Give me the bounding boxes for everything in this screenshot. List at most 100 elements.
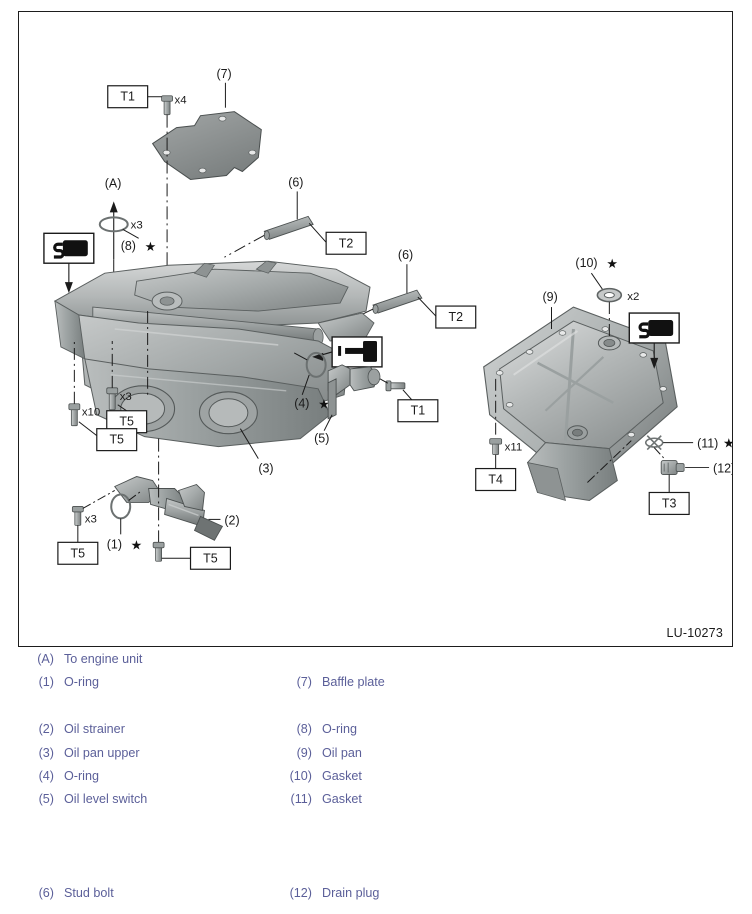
part-strainer-bolt-left: [71, 506, 84, 526]
figure-reference-code: LU-10273: [666, 626, 723, 640]
torque-label: T1: [411, 404, 426, 418]
figure-frame: (7) x4 T1 (A) x3 (8) ★: [18, 11, 733, 647]
callout-12: (12): [713, 462, 732, 476]
torque-label: T3: [662, 496, 677, 510]
callout-6-lower: (6): [398, 248, 413, 262]
callout-2: (2): [224, 513, 239, 527]
part-baffle-bolt: [161, 95, 173, 116]
grease-applicator-icon: [312, 336, 383, 368]
part-oil-pan: [483, 306, 678, 502]
callout-8: (8): [121, 239, 136, 253]
legend-item-number: (1): [38, 675, 54, 690]
legend-item-number: (9): [296, 745, 312, 760]
legend-item-label: Gasket: [322, 792, 362, 807]
legend-item-label: Baffle plate: [322, 675, 385, 690]
legend-item: (12) Drain plug: [280, 886, 380, 902]
callout-9: (9): [543, 290, 558, 304]
part-o-ring-1: [110, 493, 132, 520]
legend-item-label: O-ring: [64, 675, 99, 690]
legend-item-label: Oil pan: [322, 745, 362, 760]
legend-item-number: (12): [289, 886, 312, 900]
callout-4: (4): [294, 397, 309, 411]
torque-label: T5: [203, 551, 218, 565]
torque-box-t2-upper: T2: [325, 231, 367, 255]
part-oil-level-switch: [327, 364, 381, 420]
legend-item-number: (2): [38, 722, 54, 737]
legend-item-number: (6): [38, 886, 54, 900]
legend-item-number: (8): [296, 722, 312, 737]
legend-item-label: Stud bolt: [64, 886, 114, 900]
part-pan-bolt: [489, 438, 503, 456]
legend-item-number: (5): [38, 792, 54, 807]
quantity-strainer-bolt: x3: [85, 513, 97, 525]
sealant-tube-icon-right: [628, 312, 680, 369]
part-drain-plug: [660, 460, 685, 475]
torque-box-t5-x3: T5: [106, 410, 148, 434]
legend-item-label: Drain plug: [322, 886, 380, 900]
legend-item-label: To engine unit: [64, 652, 143, 666]
legend-item-number: (10): [289, 769, 312, 783]
part-o-ring-8: [98, 216, 129, 233]
legend-item: (A) To engine unit: [22, 652, 142, 668]
part-stud-bolt-lower: [372, 289, 423, 314]
callout-1: (1): [107, 537, 122, 551]
legend-item: (5) Oil level switch: [22, 792, 148, 808]
callout-4-star: ★: [318, 398, 330, 413]
callout-10: (10): [575, 256, 597, 270]
part-oil-pan-upper: [53, 260, 375, 448]
legend-item-number: (3): [38, 745, 54, 760]
callout-5: (5): [314, 432, 329, 446]
torque-box-t1-switch: T1: [397, 399, 439, 423]
exploded-diagram: (7) x4 T1 (A) x3 (8) ★: [43, 67, 732, 570]
legend-item: (6) Stud bolt: [22, 886, 114, 902]
legend-item-label: Oil level switch: [64, 792, 148, 807]
legend-item: (4)O-ring: [22, 769, 99, 785]
torque-box-t2-lower: T2: [435, 305, 477, 329]
callout-8-star: ★: [145, 240, 157, 255]
legend-item-number: (4): [38, 769, 54, 783]
part-baffle-plate: [151, 111, 262, 180]
part-o-ring-4: [305, 351, 327, 378]
torque-label: T2: [339, 236, 354, 250]
callout-11: (11): [697, 437, 718, 451]
legend-item: (8) O-ring: [280, 722, 357, 738]
legend-item-label: O-ring: [322, 722, 357, 737]
torque-box-t4-pan: T4: [475, 467, 517, 492]
callout-A: (A): [105, 176, 122, 190]
sealant-tube-icon-left: [43, 232, 95, 294]
legend-item: (11) Gasket: [280, 792, 362, 808]
torque-box-t5-strainer-bottom: T5: [189, 546, 232, 570]
legend-item: (9) Oil pan: [280, 746, 362, 762]
torque-box-t5-x10: T5: [96, 428, 138, 452]
legend-item: (2)Oil strainer: [22, 722, 125, 738]
quantity-oring-8: x3: [131, 219, 143, 231]
callout-7: (7): [216, 67, 231, 81]
torque-box-t1-top: T1: [107, 85, 149, 109]
part-stud-bolt-upper: [263, 215, 314, 241]
torque-label: T5: [109, 433, 124, 447]
legend-item: (1) O-ring: [22, 675, 99, 691]
torque-label: T2: [449, 310, 464, 324]
torque-label: T5: [119, 415, 134, 429]
torque-label: T5: [71, 546, 86, 560]
callout-6-upper: (6): [288, 175, 303, 189]
callout-3: (3): [258, 462, 273, 476]
quantity-bolts-x10: x10: [82, 407, 100, 419]
quantity-gasket-10: x2: [627, 291, 639, 303]
torque-box-t3-plug: T3: [648, 491, 690, 516]
part-bolt-x10: [68, 403, 81, 427]
legend-item-label: Gasket: [322, 769, 362, 783]
legend-item: (7) Baffle plate: [280, 675, 385, 691]
legend-item-number: (A): [37, 652, 54, 666]
parts-legend: (A) To engine unit (1) O-ring (2)Oil straine…: [18, 652, 733, 904]
part-strainer-bolt-bottom: [152, 541, 165, 562]
callout-1-star: ★: [131, 538, 143, 553]
callout-11-star: ★: [723, 437, 732, 452]
legend-item-number: (11): [290, 792, 312, 807]
legend-item-number: (7): [296, 675, 312, 690]
quantity-pan-bolts: x11: [505, 442, 523, 454]
torque-label: T1: [120, 90, 135, 104]
part-switch-bolt: [385, 380, 406, 392]
callout-10-star: ★: [606, 257, 618, 272]
legend-item: (10) Gasket: [280, 769, 362, 785]
